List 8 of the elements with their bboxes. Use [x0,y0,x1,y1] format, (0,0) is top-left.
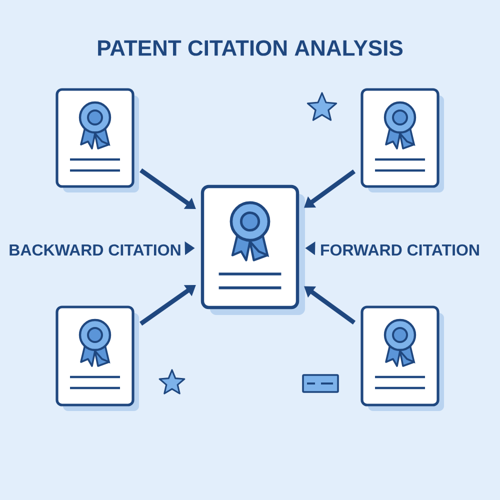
side-label: BACKWARD CITATION [10,244,180,256]
document-drawing [360,306,444,411]
document-drawing [56,306,139,411]
side-label: FORWARD CITATION [321,244,479,256]
document-drawing [56,88,139,192]
document-drawing [200,184,305,315]
document-drawing [360,88,444,192]
title: PATENT CITATION ANALYSIS [98,40,403,56]
